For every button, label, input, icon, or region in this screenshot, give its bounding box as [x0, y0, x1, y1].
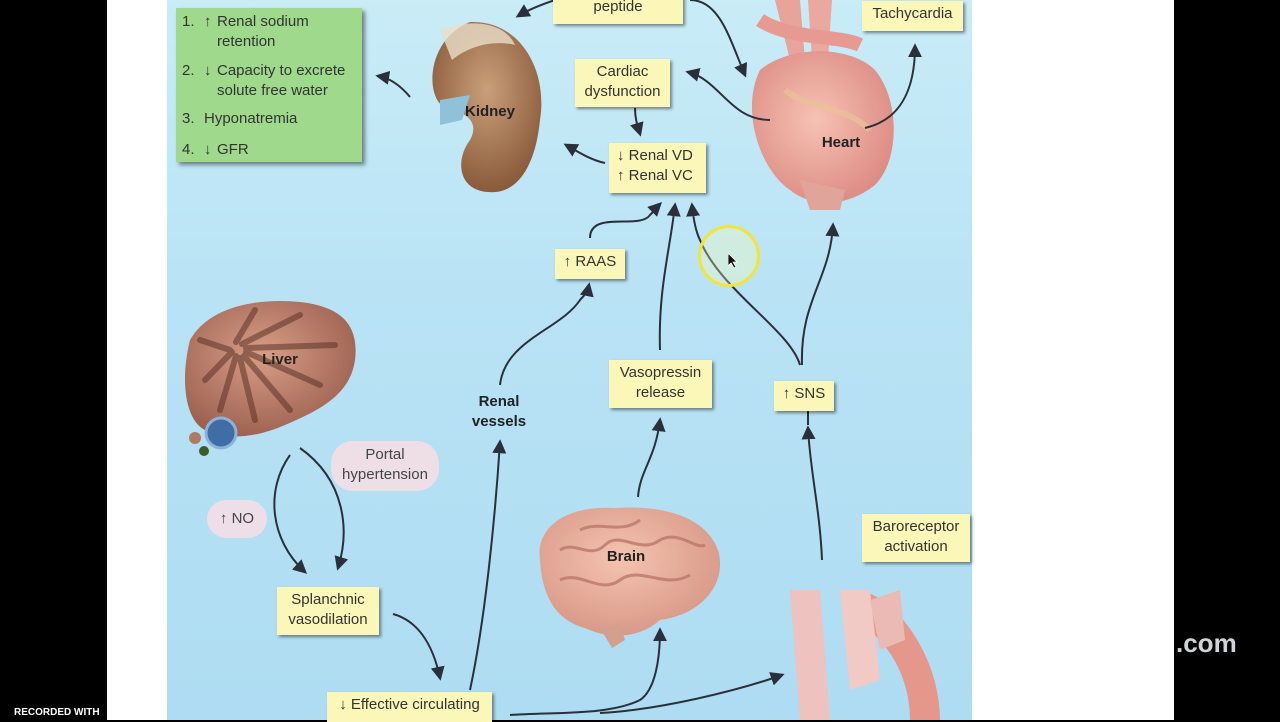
aortic-arch-illustration	[790, 590, 940, 720]
outcome-item: 1.↑Renal sodium retention	[182, 13, 309, 50]
left-letterbox	[0, 0, 107, 720]
nitric-oxide-bubble: ↑ NO	[207, 500, 267, 538]
kidney-label: Kidney	[464, 103, 515, 120]
heart-label: Heart	[821, 134, 861, 151]
outcome-item: 3.Hyponatremia	[182, 110, 298, 127]
recording-watermark: RECORDED WITH	[14, 707, 100, 718]
kidney-illustration	[432, 21, 542, 193]
slide-margin-right	[972, 0, 1174, 720]
peptide-box: peptide	[553, 0, 683, 24]
heart-illustration	[751, 0, 894, 210]
effective-circulating-box: ↓ Effective circulating	[327, 692, 492, 722]
renal-vasc-box: ↓ Renal VD↑ Renal VC	[609, 143, 706, 193]
right-letterbox	[1174, 0, 1280, 720]
outcome-item: 4.↓GFR	[182, 141, 249, 158]
liver-label: Liver	[262, 351, 298, 368]
tachycardia-box: Tachycardia	[862, 1, 963, 31]
brain-illustration	[539, 507, 721, 648]
mouse-pointer-icon	[728, 253, 738, 269]
sns-box: ↑ SNS	[774, 381, 834, 411]
flow-arrows	[273, 0, 922, 716]
raas-box: ↑ RAAS	[555, 249, 625, 279]
outcome-item: 2.↓Capacity to excrete solute free water	[182, 62, 346, 99]
renal-outcomes-box: 1.↑Renal sodium retention 2.↓Capacity to…	[176, 8, 362, 162]
brain-label: Brain	[606, 548, 646, 565]
slide-margin-left	[107, 0, 167, 720]
watermark-domain-text: .com	[1176, 628, 1237, 658]
liver-illustration	[185, 300, 356, 456]
